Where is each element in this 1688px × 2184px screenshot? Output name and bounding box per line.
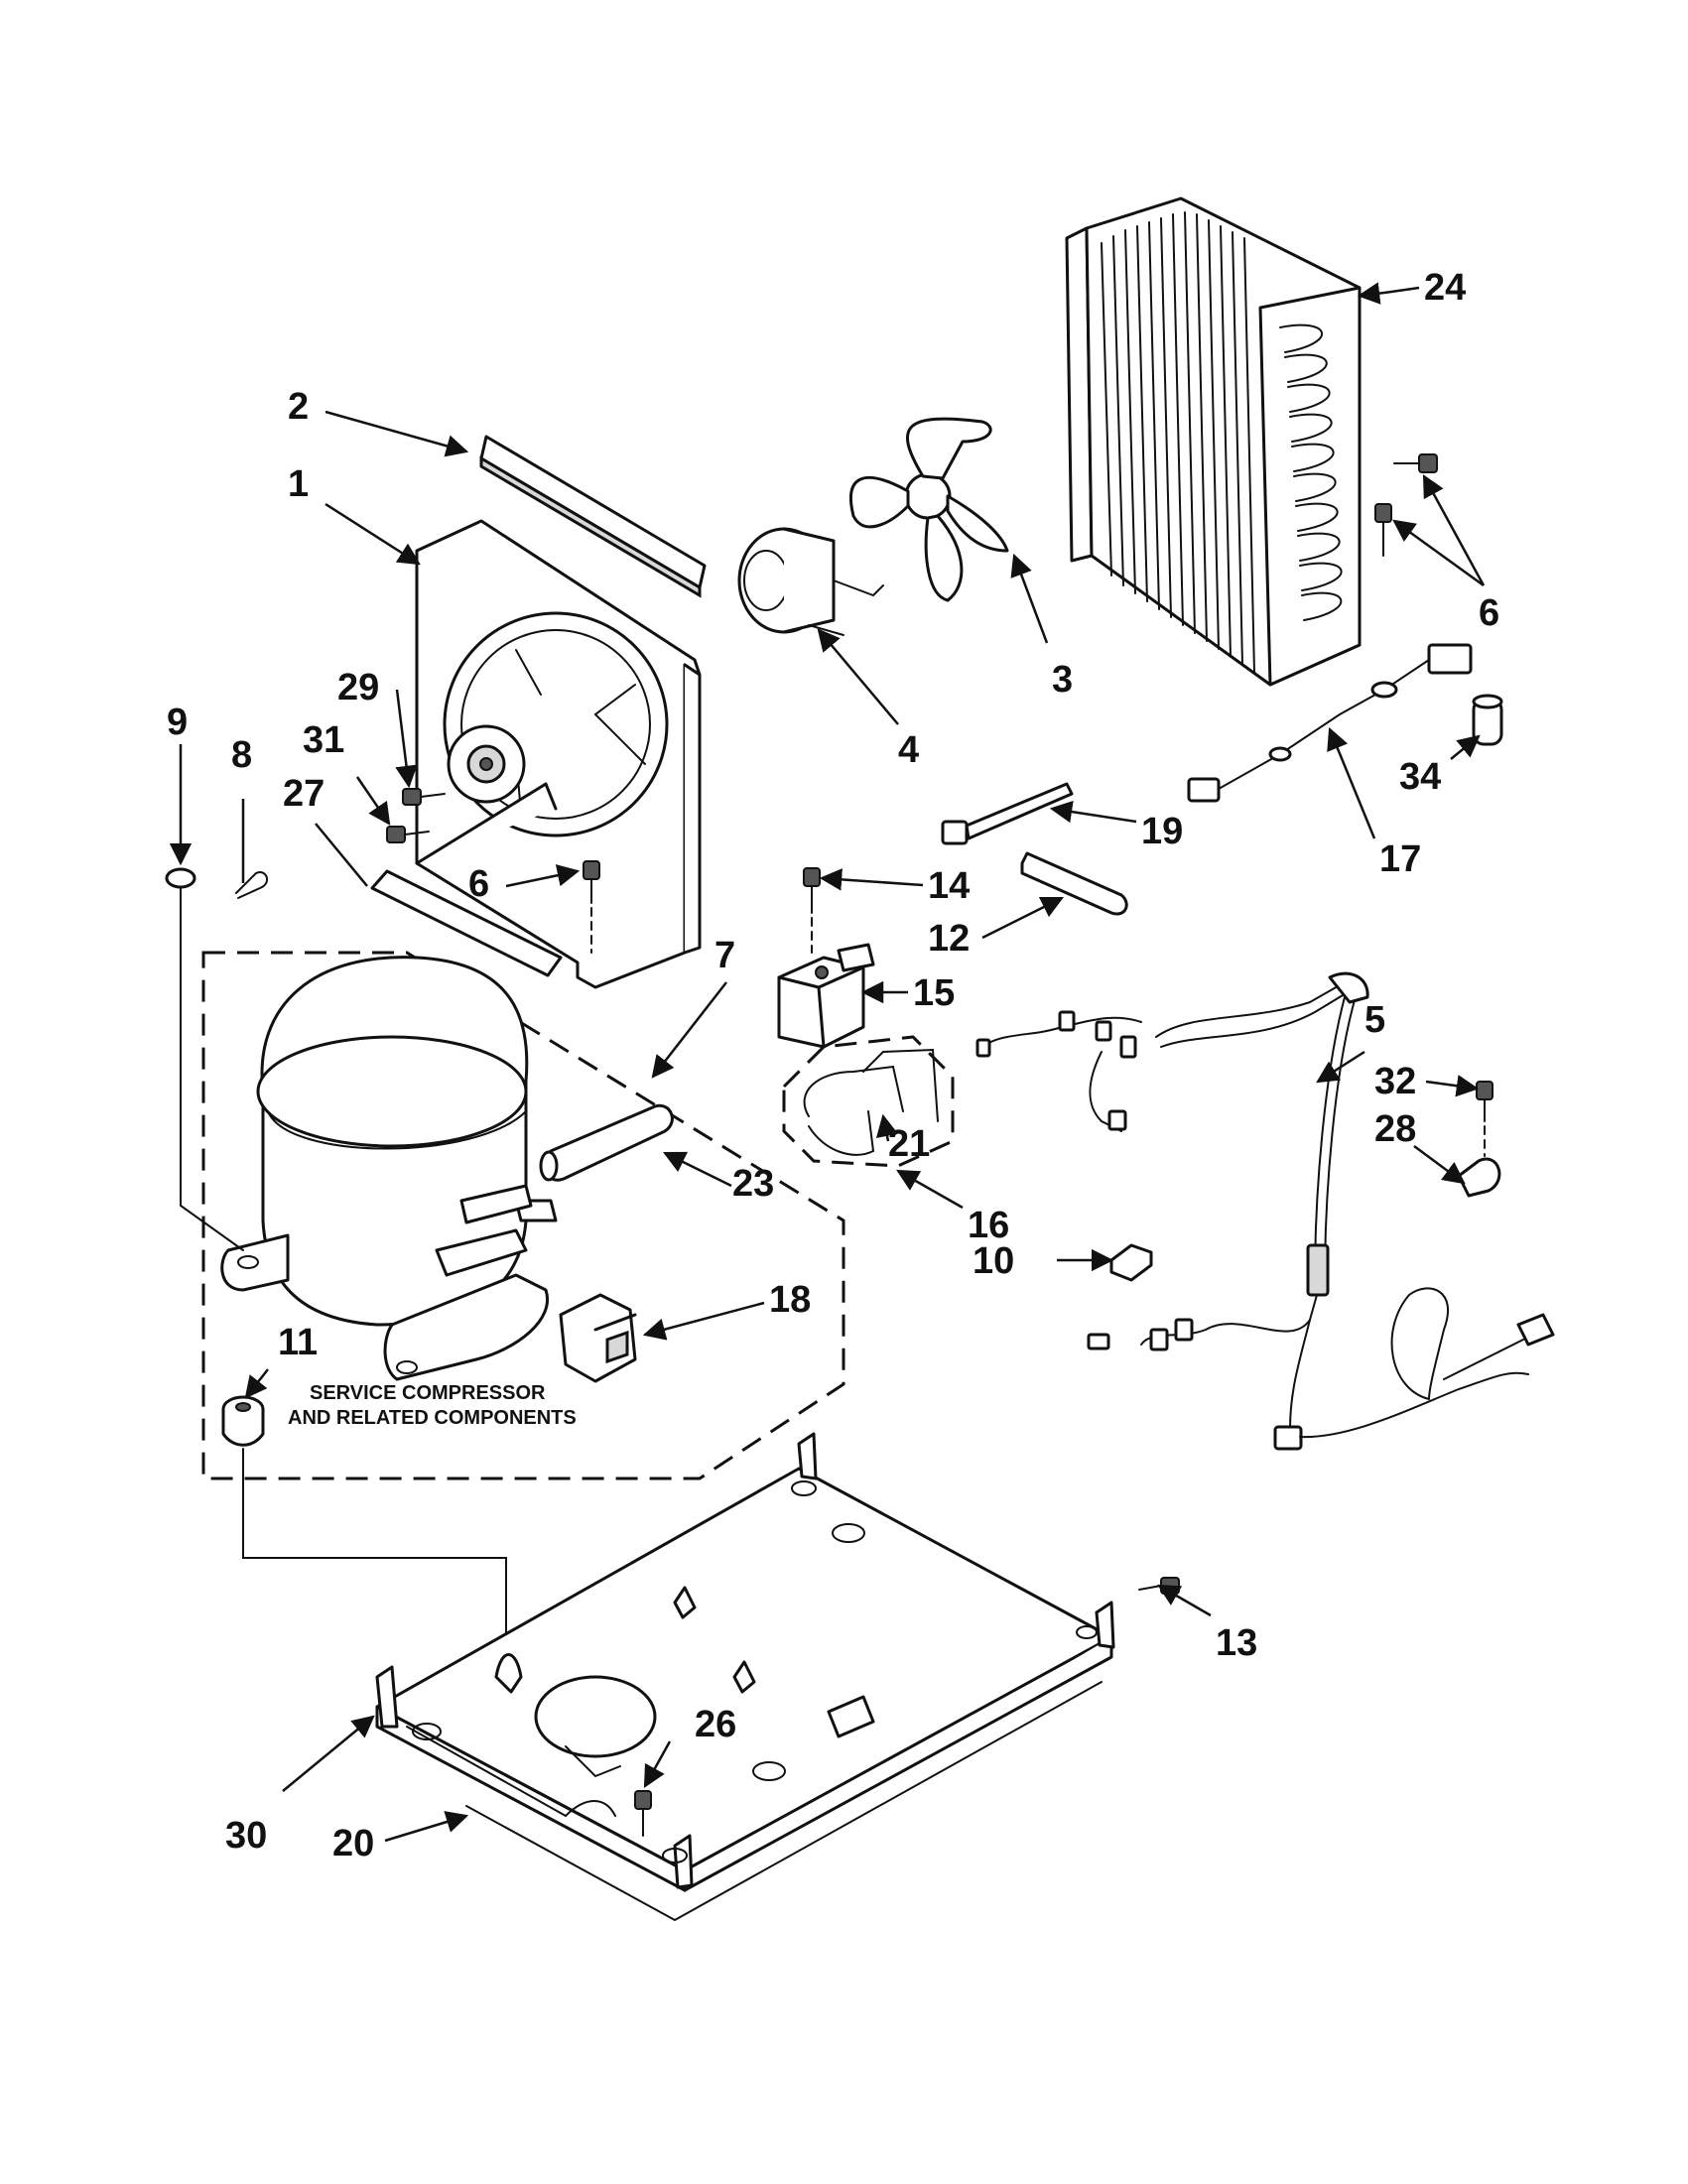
callout-31: 31 [303, 719, 344, 761]
screw-6-condenser-lower [1374, 503, 1392, 557]
callout-28: 28 [1374, 1108, 1416, 1150]
callout-29: 29 [337, 667, 379, 708]
condenser-coil [1065, 196, 1362, 687]
screw-6-condenser-upper [1393, 453, 1438, 473]
callout-13: 13 [1216, 1622, 1257, 1664]
screw-32 [1476, 1081, 1493, 1157]
callout-15: 15 [913, 972, 955, 1014]
callout-6-shroud: 6 [468, 863, 489, 905]
service-note-line2: AND RELATED COMPONENTS [288, 1407, 577, 1429]
callout-26: 26 [695, 1704, 736, 1745]
fan-blade [848, 417, 1009, 602]
harness-wire-17 [1187, 643, 1473, 803]
fan-shroud [415, 519, 702, 989]
screw-6-shroud [583, 860, 600, 954]
assembly-line-11 [242, 1448, 507, 1648]
clamp [1457, 1157, 1501, 1198]
tube [1020, 851, 1128, 916]
grommet [221, 1395, 265, 1447]
callout-17: 17 [1379, 838, 1421, 880]
callout-8: 8 [231, 734, 252, 776]
callout-5: 5 [1364, 999, 1385, 1041]
screw-29 [402, 788, 446, 806]
washer [165, 867, 196, 889]
callout-34: 34 [1399, 756, 1441, 798]
fan-motor [737, 527, 884, 636]
capacitor [1472, 694, 1503, 746]
callout-18: 18 [769, 1279, 811, 1321]
service-note-line1: SERVICE COMPRESSOR [310, 1382, 546, 1404]
callout-30: 30 [225, 1815, 267, 1857]
clip-10 [1109, 1243, 1153, 1282]
filter-drier [539, 1103, 674, 1182]
callout-3: 3 [1052, 659, 1073, 701]
leader-lines [169, 282, 1486, 1843]
cable-tie [941, 782, 1074, 845]
screw-26 [634, 1790, 652, 1837]
service-compressor-boundary [201, 951, 845, 1480]
callout-1: 1 [288, 463, 309, 505]
callout-24: 24 [1424, 267, 1466, 309]
base-plate [375, 1432, 1115, 1892]
callout-20: 20 [332, 1823, 374, 1864]
callout-2: 2 [288, 386, 309, 428]
callout-4: 4 [898, 729, 919, 771]
callout-21: 21 [888, 1123, 930, 1165]
bracket-strip [370, 869, 563, 977]
assembly-line-9 [180, 887, 244, 1251]
relay-overload [559, 1293, 637, 1383]
tubing-bracket [803, 1048, 939, 1156]
valve-coil [777, 943, 875, 1049]
callout-16: 16 [968, 1205, 1009, 1246]
compressor [220, 956, 558, 1381]
callout-11: 11 [278, 1322, 318, 1363]
callout-23: 23 [732, 1163, 774, 1205]
gasket-strip [479, 435, 707, 598]
clip [235, 871, 269, 899]
base-insulation [465, 1681, 1103, 1922]
callout-27: 27 [283, 773, 325, 815]
tubing-boundary [782, 1035, 955, 1168]
screw-14 [803, 867, 821, 954]
callout-12: 12 [928, 918, 970, 960]
callout-14: 14 [928, 865, 970, 907]
callout-9: 9 [167, 702, 188, 743]
callout-10: 10 [973, 1240, 1014, 1282]
callout-32: 32 [1374, 1061, 1416, 1102]
callout-6-condenser: 6 [1479, 592, 1499, 634]
callout-7: 7 [714, 935, 735, 976]
screw-31 [386, 826, 430, 843]
callout-19: 19 [1141, 811, 1183, 852]
wiring-harness [975, 971, 1555, 1451]
